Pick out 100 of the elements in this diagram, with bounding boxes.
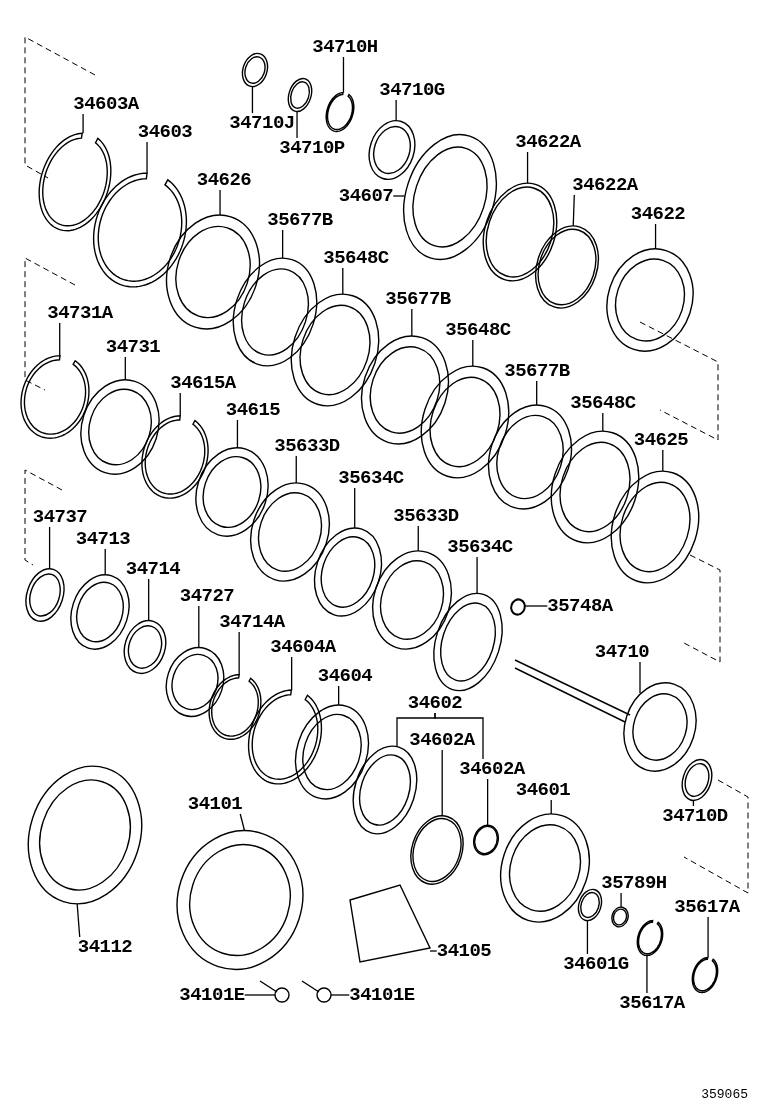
leader-line xyxy=(692,799,695,807)
gear-hub-drawing xyxy=(80,379,160,475)
snap-ring-drawing xyxy=(636,919,664,957)
leader-line xyxy=(602,412,604,432)
leader-line xyxy=(104,548,106,576)
part-number: 34602 xyxy=(407,693,463,713)
clutch-disc-drawing xyxy=(487,404,573,510)
bearing-drawing xyxy=(294,704,370,800)
part-number: 34101E xyxy=(179,985,245,1005)
part-number: 34602A xyxy=(459,759,525,779)
snap-ring-drawing xyxy=(20,355,90,439)
part-number: 35633D xyxy=(274,436,340,456)
clutch-plate-drawing xyxy=(433,592,503,692)
part-number: 35677B xyxy=(267,210,333,230)
leader-line xyxy=(146,141,148,174)
leader-line xyxy=(238,631,240,676)
gear-hub-drawing xyxy=(70,574,130,650)
part-number: 35617A xyxy=(674,897,740,917)
leader-line xyxy=(586,919,589,955)
part-number: 34714A xyxy=(219,612,285,632)
clutch-plate-drawing xyxy=(290,293,380,407)
clutch-disc-drawing xyxy=(360,335,450,445)
leader-line xyxy=(282,229,284,259)
leader-line xyxy=(244,994,276,996)
nut-drawing xyxy=(241,52,269,88)
snap-ring-drawing xyxy=(691,956,719,994)
o-ring-drawing xyxy=(534,225,600,309)
part-number: 35677B xyxy=(504,361,570,381)
leader-line xyxy=(296,110,298,139)
part-number: 35617A xyxy=(619,993,685,1013)
clutch-plate-drawing xyxy=(313,527,383,617)
part-number: 34622 xyxy=(630,204,686,224)
part-number: 35789H xyxy=(601,873,667,893)
part-number: 35648C xyxy=(445,320,511,340)
snap-ring-drawing xyxy=(247,689,323,785)
leader-line xyxy=(76,903,81,938)
part-number: 34731 xyxy=(105,337,161,357)
leader-line xyxy=(441,749,443,817)
part-number: 34604A xyxy=(270,637,336,657)
leader-line xyxy=(291,656,293,691)
drum-drawing xyxy=(606,248,694,352)
leader-line xyxy=(646,954,648,994)
part-number: 34101E xyxy=(349,985,415,1005)
o-ring-drawing xyxy=(510,598,526,616)
leader-line xyxy=(48,526,51,570)
drawing-number: 359065 xyxy=(701,1087,748,1102)
part-number: 34101 xyxy=(187,794,243,814)
leader-line xyxy=(472,339,474,367)
part-number: 35748A xyxy=(547,596,613,616)
leader-line xyxy=(620,892,622,908)
leader-line xyxy=(550,799,552,815)
part-number: 34737 xyxy=(32,507,88,527)
leader-line xyxy=(219,189,221,216)
part-number: 34615A xyxy=(170,373,236,393)
leader-line xyxy=(295,455,297,484)
leader-line xyxy=(82,113,84,134)
snap-ring-drawing xyxy=(141,415,209,499)
part-number: 34710J xyxy=(229,113,295,133)
clutch-plate-drawing xyxy=(195,447,269,537)
leader-line xyxy=(338,685,340,706)
leader-line xyxy=(392,195,406,197)
o-ring-drawing xyxy=(473,824,499,856)
leader-line xyxy=(342,267,344,295)
gear-hub-drawing xyxy=(500,813,590,923)
part-number: 34603 xyxy=(137,122,193,142)
leader-line xyxy=(487,778,489,826)
leader-line xyxy=(536,380,538,406)
bearing-drawing xyxy=(577,888,603,922)
part-number: 34607 xyxy=(338,186,394,206)
part-number: 35633D xyxy=(393,506,459,526)
leader-line xyxy=(411,308,413,337)
o-ring-drawing xyxy=(482,182,558,282)
part-number: 34615 xyxy=(225,400,281,420)
washer-drawing xyxy=(681,758,713,802)
clutch-plate-drawing xyxy=(610,470,700,584)
leader-line xyxy=(395,99,397,122)
leader-line xyxy=(662,449,664,472)
part-number: 34714 xyxy=(125,559,181,579)
leader-line xyxy=(354,487,356,529)
leader-line xyxy=(179,392,181,417)
bearing-drawing xyxy=(123,619,167,675)
leader-line xyxy=(124,356,126,381)
leader-line xyxy=(434,712,484,760)
part-number: 35634C xyxy=(338,468,404,488)
leader-line xyxy=(417,525,419,552)
leader-line xyxy=(148,578,150,622)
snap-ring-drawing xyxy=(92,172,188,288)
part-number: 34604 xyxy=(317,666,373,686)
part-number: 34625 xyxy=(633,430,689,450)
bolt-drawing xyxy=(301,980,332,1003)
part-number: 34603A xyxy=(73,94,139,114)
leader-line xyxy=(707,916,709,959)
part-number: 34601 xyxy=(515,780,571,800)
part-number: 35634C xyxy=(447,537,513,557)
part-number: 34710P xyxy=(279,138,345,158)
part-number: 34622A xyxy=(572,175,638,195)
part-number: 34710H xyxy=(312,37,378,57)
clutch-disc-drawing xyxy=(232,257,318,367)
part-number: 35677B xyxy=(385,289,451,309)
part-number: 34105 xyxy=(436,941,492,961)
